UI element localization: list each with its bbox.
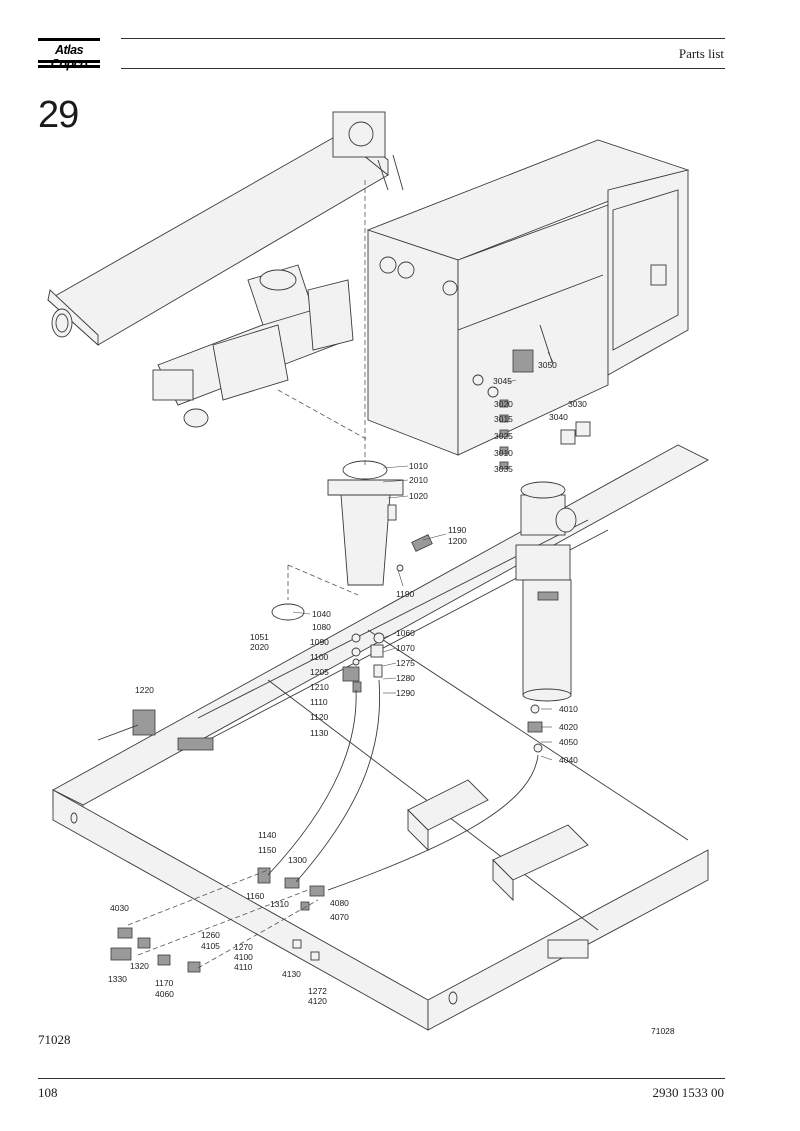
callout-label: 3020 [494, 399, 513, 409]
page-number: 108 [38, 1085, 58, 1100]
breather-housing [327, 460, 433, 586]
callout-label: 1110 [310, 697, 328, 707]
callout-label: 71028 [651, 1026, 675, 1036]
callout-label: 3050 [538, 360, 557, 370]
silencer-assembly [47, 111, 404, 347]
callout-label: 3015 [494, 414, 513, 424]
callout-label: 1205 [310, 667, 329, 677]
callout-label: 4120 [308, 996, 327, 1006]
callout-label: 1300 [288, 855, 307, 865]
callout-label: 4130 [282, 969, 301, 979]
callout-label: 3030 [568, 399, 587, 409]
intake-assembly [152, 264, 354, 428]
figure-id: 71028 [38, 1032, 71, 1047]
callout-label: 3035 [494, 464, 513, 474]
callout-label: 4050 [559, 737, 578, 747]
callout-label: 1060 [396, 628, 415, 638]
callout-label: 1160 [246, 891, 265, 901]
hoses [267, 679, 539, 891]
page-header-title: Parts list [678, 46, 724, 61]
callout-label: 1260 [201, 930, 220, 940]
callout-label: 4010 [559, 704, 578, 714]
callout-label: 4020 [559, 722, 578, 732]
leader-lines [292, 351, 554, 761]
callout-label: 1100 [310, 652, 329, 662]
callout-labels: 1010 2010 1020 1190 1200 1190 1040 1080 … [108, 360, 675, 1036]
callout-label: 4080 [330, 898, 349, 908]
document-number: 2930 1533 00 [652, 1085, 725, 1100]
callout-label: 3040 [549, 412, 568, 422]
callout-label: 1130 [310, 728, 329, 738]
callout-label: 3025 [494, 431, 513, 441]
callout-label: 1210 [310, 682, 329, 692]
header-bottom-rule [121, 68, 725, 69]
callout-label: 1020 [409, 491, 428, 501]
callout-label: 2010 [409, 475, 428, 485]
callout-label: 4100 [234, 952, 253, 962]
callout-label: 1140 [258, 830, 277, 840]
callout-label: 1330 [108, 974, 127, 984]
electrical-components [499, 399, 591, 470]
callout-label: 1090 [310, 637, 329, 647]
callout-label: 1080 [312, 622, 331, 632]
callout-label: 1070 [396, 643, 415, 653]
callout-label: 1190 [448, 525, 467, 535]
callout-label: 1272 [308, 986, 327, 996]
callout-label: 2020 [250, 642, 269, 652]
callout-label: 1040 [312, 609, 331, 619]
callout-label: 1270 [234, 942, 253, 952]
callout-label: 1280 [396, 673, 415, 683]
callout-label: 1051 [250, 632, 269, 642]
callout-label: 1220 [135, 685, 154, 695]
footer-rule [38, 1078, 725, 1079]
callout-label: 3045 [493, 376, 512, 386]
alignment-lines [127, 180, 369, 969]
header-top-rule [121, 38, 725, 39]
callout-label: 4105 [201, 941, 220, 951]
exploded-parts-drawing: 1010 2010 1020 1190 1200 1190 1040 1080 … [47, 111, 709, 1036]
callout-label: 4070 [330, 912, 349, 922]
callout-label: 4040 [559, 755, 578, 765]
callout-label: 1320 [130, 961, 149, 971]
callout-label: 4110 [234, 962, 253, 972]
atlas-copco-logo: Atlas Copco [38, 38, 100, 71]
callout-label: 1170 [155, 978, 174, 988]
electrical-cabinet [366, 139, 690, 456]
callout-label: 1120 [310, 712, 329, 722]
callout-label: 3010 [494, 448, 513, 458]
fittings [97, 603, 543, 973]
callout-label: 1150 [258, 845, 277, 855]
callout-label: 1290 [396, 688, 415, 698]
section-number: 29 [38, 94, 79, 136]
callout-label: 1010 [409, 461, 428, 471]
callout-label: 1275 [396, 658, 415, 668]
callout-label: 1190 [396, 589, 415, 599]
callout-label: 1310 [270, 899, 289, 909]
oil-separator-tank [515, 481, 577, 702]
callout-label: 4030 [110, 903, 129, 913]
callout-label: 1200 [448, 536, 467, 546]
callout-label: 4060 [155, 989, 174, 999]
